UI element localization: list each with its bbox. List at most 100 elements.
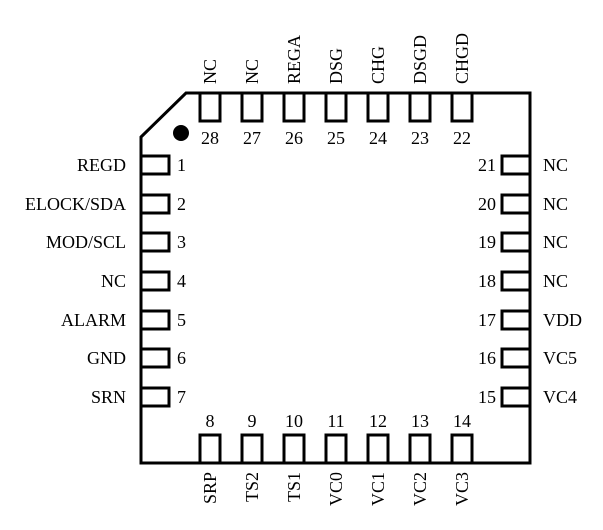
pin-number: 1 — [177, 155, 186, 175]
pin-name: VC4 — [543, 387, 577, 407]
pin-pad — [408, 91, 432, 123]
pin-name: REGA — [284, 35, 304, 84]
pin-number: 25 — [327, 128, 345, 148]
pin-number: 19 — [478, 232, 496, 252]
pin-pad — [366, 91, 390, 123]
chip-body-outline — [139, 91, 532, 465]
pin-pad — [366, 433, 390, 465]
pin-25: 25 DSG — [324, 48, 348, 148]
pin-pad — [500, 193, 532, 215]
pin-number: 3 — [177, 232, 186, 252]
pin-7: 7 SRN — [91, 386, 186, 408]
pin-number: 23 — [411, 128, 429, 148]
pin-name: MOD/SCL — [46, 232, 126, 252]
pin-number: 17 — [478, 310, 496, 330]
pin-pad — [500, 154, 532, 176]
pin-3: 3 MOD/SCL — [46, 231, 186, 253]
pin-pad — [198, 433, 222, 465]
pin-number: 13 — [411, 411, 429, 431]
pin-name: TS1 — [284, 472, 304, 502]
pin-number: 27 — [243, 128, 261, 148]
pin-pad — [139, 154, 171, 176]
pin-pad — [282, 433, 306, 465]
pin-name: ALARM — [61, 310, 126, 330]
pin-number: 6 — [177, 348, 186, 368]
pin-pad — [240, 433, 264, 465]
pin-name: VC3 — [452, 472, 472, 506]
pin-number: 26 — [285, 128, 303, 148]
pin-name: VDD — [543, 310, 582, 330]
pin-pad — [500, 231, 532, 253]
pin-number: 22 — [453, 128, 471, 148]
pin-name: NC — [101, 271, 126, 291]
pin-name: CHGD — [452, 33, 472, 84]
pin-name: NC — [200, 59, 220, 84]
pin-number: 21 — [478, 155, 496, 175]
pin-pad — [282, 91, 306, 123]
pin-pad — [198, 91, 222, 123]
pin-name: REGD — [77, 155, 126, 175]
pin-number: 7 — [177, 387, 186, 407]
pin-5: 5 ALARM — [61, 309, 186, 331]
pin-pad — [450, 433, 474, 465]
pin-number: 28 — [201, 128, 219, 148]
pin-27: 27 NC — [240, 59, 264, 148]
pin-name: NC — [543, 194, 568, 214]
pin-pad — [324, 91, 348, 123]
pin-name: CHG — [368, 46, 388, 84]
pin-pad — [240, 91, 264, 123]
pin-pad — [408, 433, 432, 465]
pin-name: TS2 — [242, 472, 262, 502]
pin-pad — [500, 270, 532, 292]
pin-name: NC — [543, 155, 568, 175]
pin-name: VC0 — [326, 472, 346, 506]
pin-pad — [450, 91, 474, 123]
pin-26: 26 REGA — [282, 35, 306, 148]
pin-number: 14 — [453, 411, 471, 431]
pin-number: 15 — [478, 387, 496, 407]
pin-pad — [500, 309, 532, 331]
pin-pad — [500, 347, 532, 369]
pin-number: 18 — [478, 271, 496, 291]
pin-name: SRP — [200, 472, 220, 504]
pin-name: VC1 — [368, 472, 388, 506]
pin-number: 2 — [177, 194, 186, 214]
pin-pad — [139, 347, 171, 369]
pin-number: 11 — [327, 411, 344, 431]
pin-number: 5 — [177, 310, 186, 330]
pin-pad — [139, 193, 171, 215]
pin-15: 15 VC4 — [478, 386, 577, 408]
pin-name: DSG — [326, 48, 346, 84]
pin-number: 20 — [478, 194, 496, 214]
pin-name: DSGD — [410, 35, 430, 84]
pin-name: GND — [87, 348, 126, 368]
pin-name: NC — [242, 59, 262, 84]
pin-name: SRN — [91, 387, 126, 407]
pin-pad — [139, 386, 171, 408]
pin-name: ELOCK/SDA — [25, 194, 126, 214]
pin-number: 10 — [285, 411, 303, 431]
pin-18: 18 NC — [478, 270, 568, 292]
pin-name: NC — [543, 271, 568, 291]
pin-23: 23 DSGD — [408, 35, 432, 148]
pin-4: 4NC — [101, 270, 186, 292]
pin-21: 21 NC — [478, 154, 568, 176]
pin-1: 1 REGD — [77, 154, 186, 176]
pin-pad — [324, 433, 348, 465]
pin-name: VC2 — [410, 472, 430, 506]
pin-22: 22 CHGD — [450, 33, 474, 148]
pin-pad — [139, 231, 171, 253]
pin-number: 8 — [206, 411, 215, 431]
pin-6: 6 GND — [87, 347, 186, 369]
pin1-marker-dot — [173, 125, 189, 141]
